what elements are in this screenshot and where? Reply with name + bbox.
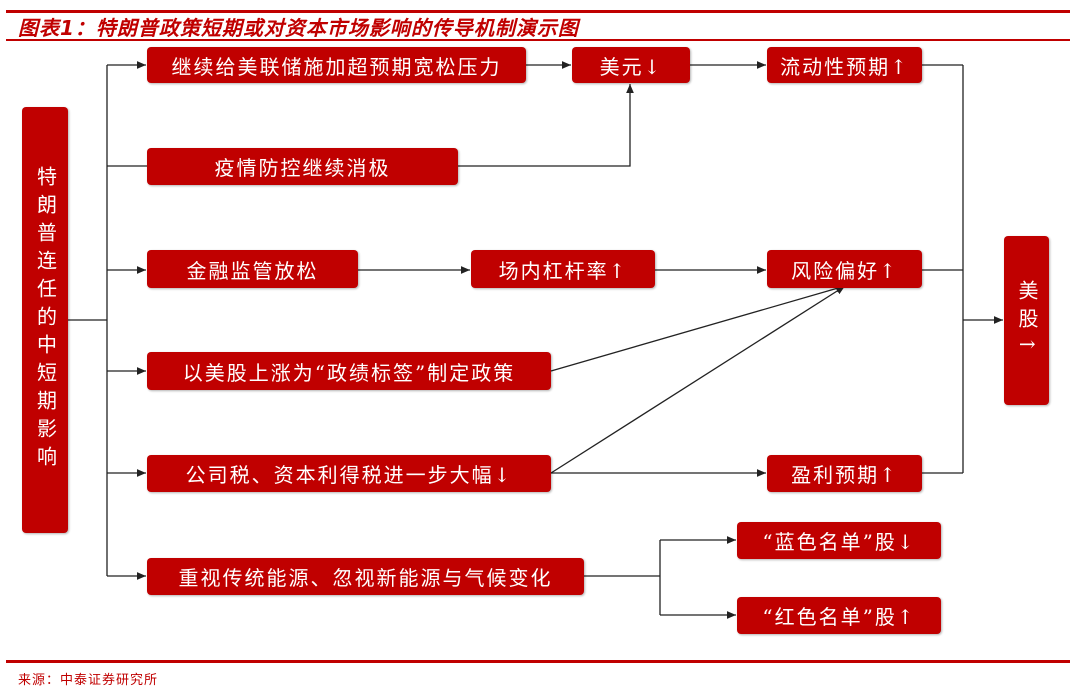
node-us-stocks: 美股↑ — [1004, 236, 1049, 405]
node-liquidity: 流动性预期↑ — [767, 47, 922, 83]
source-note: 来源：中泰证券研究所 — [18, 673, 159, 688]
figure-title: 图表1：特朗普政策短期或对资本市场影响的传导机制演示图 — [18, 16, 579, 40]
node-earnings: 盈利预期↑ — [767, 455, 922, 492]
node-dereg: 金融监管放松 — [147, 250, 358, 288]
node-tax: 公司税、资本利得税进一步大幅↓ — [147, 455, 551, 492]
node-root: 特朗普连任的中短期影响 — [22, 107, 68, 533]
node-stocks-policy: 以美股上涨为“政绩标签”制定政策 — [147, 352, 551, 390]
node-epidemic: 疫情防控继续消极 — [147, 148, 458, 185]
title-underline — [6, 39, 1070, 41]
node-blue-list: “蓝色名单”股↓ — [737, 522, 941, 559]
bottom-rule — [6, 660, 1070, 663]
node-fed: 继续给美联储施加超预期宽松压力 — [147, 47, 526, 83]
node-usd: 美元↓ — [572, 47, 690, 83]
node-red-list: “红色名单”股↑ — [737, 597, 941, 634]
node-leverage: 场内杠杆率↑ — [471, 250, 655, 288]
node-risk: 风险偏好↑ — [767, 250, 922, 288]
node-energy: 重视传统能源、忽视新能源与气候变化 — [147, 558, 584, 595]
top-rule — [6, 10, 1070, 13]
